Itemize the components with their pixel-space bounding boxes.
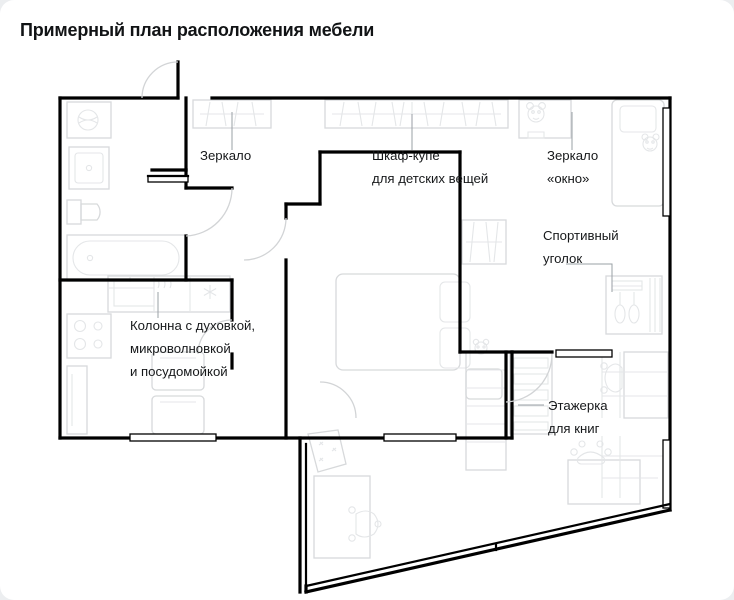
furniture-kids-stool <box>307 429 347 473</box>
label-mirror-window-line1: Зеркало <box>547 148 598 163</box>
label-book-shelf-line1: Этажерка <box>548 398 608 413</box>
label-mirror-hall: Зеркало <box>200 112 251 163</box>
furniture-bathroom-sink <box>68 146 110 190</box>
label-sport-corner-line1: Спортивный <box>543 228 619 243</box>
furniture-bedroom-wardrobe <box>461 219 507 265</box>
corridor-threshold <box>383 349 613 442</box>
label-wardrobe-kids: Шкаф-купе для детских вещей <box>372 114 488 186</box>
furniture-corridor-storage <box>465 351 507 471</box>
furniture-book-shelf <box>509 351 553 435</box>
furniture-kitchen-stove <box>66 313 112 359</box>
kitchen-window <box>129 433 217 442</box>
furniture-washing-machine <box>66 101 112 139</box>
label-kitchen-column: Колонна с духовкой, микроволновкой и пос… <box>130 292 255 379</box>
furniture-kitchen-tall-unit <box>66 365 88 435</box>
label-mirror-hall-line1: Зеркало <box>200 148 251 163</box>
label-sport-corner: Спортивный уголок <box>543 228 619 292</box>
bedroom-door[interactable] <box>243 217 287 261</box>
label-book-shelf: Этажерка для книг <box>518 398 608 436</box>
page-title: Примерный план расположения мебели <box>20 20 375 40</box>
window-right-kids <box>662 107 671 217</box>
label-wardrobe-kids-line2: для детских вещей <box>372 171 488 186</box>
window-right-living <box>662 439 671 509</box>
walls-corridor <box>298 350 514 440</box>
label-book-shelf-line2: для книг <box>548 421 600 436</box>
furniture-sports-corner <box>605 275 663 335</box>
label-kitchen-column-line2: микроволновкой <box>130 341 231 356</box>
living-room-door[interactable] <box>505 353 553 403</box>
bathroom-sliding-window <box>146 174 190 183</box>
furniture-kitchen-counter-top <box>107 275 231 313</box>
walls-bedroom <box>284 150 462 440</box>
furniture-kids-table-bottom <box>313 475 382 559</box>
entrance-door[interactable] <box>141 60 180 100</box>
furniture-toilet <box>66 199 101 225</box>
label-kitchen-column-line1: Колонна с духовкой, <box>130 318 255 333</box>
fridge-snowflake-icon <box>203 285 217 299</box>
furniture-living-sofa <box>567 440 641 505</box>
furniture-kids-bed <box>611 99 665 207</box>
balcony-glazing-grid <box>601 352 668 498</box>
furniture-bedroom-sidetable <box>465 368 503 400</box>
label-sport-corner-line2: уголок <box>543 251 582 266</box>
floor-plan-drawing: .w { stroke:#000; stroke-width:3.2; fill… <box>0 52 734 600</box>
furniture-bed <box>335 273 471 371</box>
walls-bathroom <box>58 96 234 282</box>
floor-plan-svg: .w { stroke:#000; stroke-width:3.2; fill… <box>58 60 672 594</box>
kitchen-door[interactable] <box>197 319 233 355</box>
bathroom-door[interactable] <box>185 187 233 237</box>
label-wardrobe-kids-line1: Шкаф-купе <box>372 148 440 163</box>
label-mirror-window-line2: «окно» <box>547 171 589 186</box>
furniture-bathtub <box>66 234 186 282</box>
furniture-living-desk <box>600 351 669 419</box>
balcony-glazing-left <box>298 438 308 594</box>
balcony-glazing <box>304 502 672 594</box>
furniture-kids-desk <box>518 99 572 139</box>
label-mirror-window: Зеркало «окно» <box>547 112 598 186</box>
furniture-wardrobe-kids <box>324 99 509 129</box>
label-kitchen-column-line3: и посудомойкой <box>130 364 228 379</box>
bedroom-corridor-door[interactable] <box>319 381 357 419</box>
